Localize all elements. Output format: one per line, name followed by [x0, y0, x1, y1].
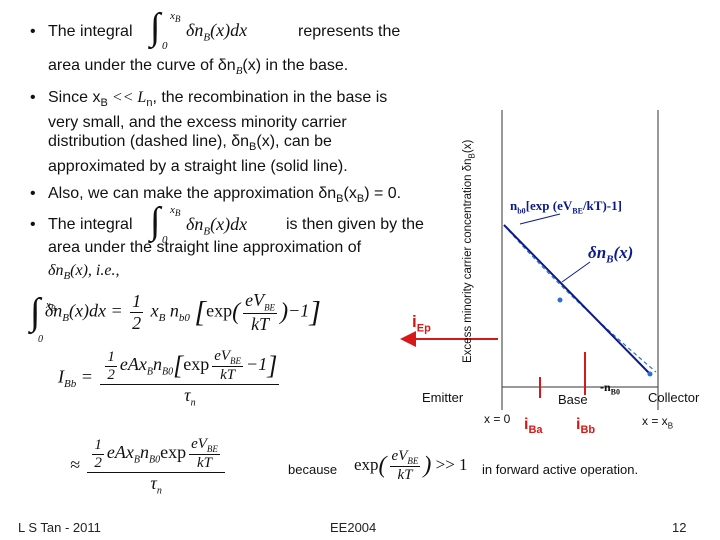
xb-label: x = xB — [642, 414, 674, 431]
dnb-pointer — [561, 261, 591, 283]
forward-active-note: in forward active operation. — [482, 462, 639, 477]
because-label: because — [288, 462, 338, 477]
footer-author: L S Tan - 2011 — [18, 520, 101, 535]
line-end-point — [647, 371, 653, 377]
x0-label: x = 0 — [484, 412, 511, 426]
nb0-label: nb0[exp (eVBE/kT)-1] — [510, 198, 622, 216]
emitter-label: Emitter — [422, 390, 464, 405]
bullet-4-line-1: The integral — [30, 215, 132, 234]
integral-sign: ∫ — [150, 6, 161, 48]
linear-approx-line — [503, 224, 651, 375]
nb0-pointer — [519, 213, 561, 225]
ibb-label: iBb — [576, 416, 596, 437]
page-number: 12 — [672, 520, 687, 535]
bullet-4-line-1-end: is then given by the — [286, 216, 424, 233]
iba-label: iBa — [524, 416, 543, 437]
bullet-4-line-3: δnB(x), i.e., — [48, 262, 120, 283]
dashed-carrier-curve — [503, 224, 657, 373]
bullet-1-line-1-end: represents the — [298, 23, 401, 40]
footer-course: EE2004 — [330, 520, 377, 535]
base-label: Base — [558, 392, 588, 407]
bullet-3: Also, we can make the approximation δnB(… — [30, 184, 401, 209]
bullet-1-line-1: The integral — [30, 22, 132, 41]
collector-label: Collector — [648, 390, 700, 405]
dnb-label: δnB(x) — [588, 243, 634, 266]
y-axis-label: Excess minority carrier concentration δn… — [462, 139, 477, 363]
bullet-2: Since xB << Ln, the recombination in the… — [30, 88, 448, 176]
neg-nb0-label: -nB0 — [600, 380, 621, 397]
integral-inline-2: ∫ xB 0 δnB(x)dx — [150, 200, 248, 246]
line-marker-point — [557, 297, 563, 303]
bullet-4-line-2: area under the straight line approximati… — [48, 239, 362, 256]
integral-inline-1: ∫ xB 0 δnB(x)dx — [150, 6, 248, 52]
iep-label: iEp — [412, 312, 431, 335]
bullet-1-line-2: area under the curve of δnB(x) in the ba… — [48, 57, 349, 78]
